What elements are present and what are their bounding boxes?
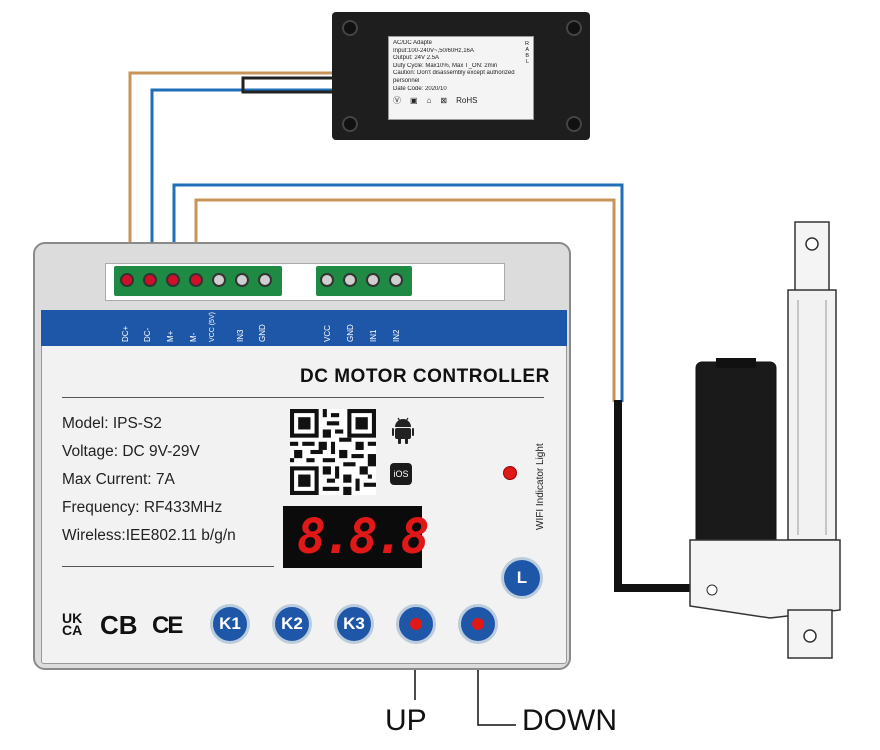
product-title: DC MOTOR CONTROLLER	[300, 366, 550, 387]
led-display	[283, 506, 422, 568]
terminal-screw-gnd-2[interactable]	[343, 273, 357, 287]
screw-icon	[342, 116, 358, 132]
terminal-screw-dc-minus[interactable]	[143, 273, 157, 287]
wire-m-minus	[194, 198, 616, 402]
l-button[interactable]: L	[501, 557, 543, 599]
label-line: Output: 24V 2.5A	[393, 55, 440, 62]
screw-icon	[566, 116, 582, 132]
indoor-use-icon: ⌂	[426, 96, 432, 106]
label-line: Date Code: 2020/10	[393, 85, 447, 92]
adapter-side-marks: R A B L	[525, 41, 529, 65]
pin-label: IN3	[236, 329, 245, 342]
terminal-block-left	[114, 266, 282, 296]
up-button[interactable]	[396, 604, 436, 644]
ukca-mark: UK CA	[62, 610, 83, 638]
display-digits: 8.8.8	[297, 509, 429, 565]
linear-actuator	[689, 221, 841, 659]
k3-label: K3	[343, 614, 365, 633]
qr-code[interactable]	[290, 409, 376, 495]
spec-frequency: Frequency: RF433MHz	[62, 499, 223, 516]
spec-voltage: Voltage: DC 9V-29V	[62, 443, 200, 460]
spec-wireless: Wireless:IEE802.11 b/g/n	[62, 527, 236, 544]
down-button[interactable]	[458, 604, 498, 644]
terminal-screw-in2[interactable]	[389, 273, 403, 287]
weee-bin-icon: ⊠	[440, 96, 448, 106]
double-insulation-icon: ▣	[410, 96, 418, 106]
spec-model: Model: IPS-S2	[62, 415, 162, 432]
down-callout: DOWN	[522, 704, 617, 737]
spec-current: Max Current: 7A	[62, 471, 175, 488]
label-line: personnel	[393, 77, 420, 84]
label-line: Caution: Don't disassembly except author…	[393, 70, 515, 77]
actuator-cable	[614, 400, 712, 592]
label-line: AC/DC Adapte	[393, 40, 433, 46]
pin-label: GND	[346, 324, 355, 342]
pin-label: VCC	[323, 325, 332, 342]
terminal-block-right	[316, 266, 412, 296]
terminal-screw-in3[interactable]	[235, 273, 249, 287]
terminal-screw-gnd[interactable]	[258, 273, 272, 287]
terminal-screw-in1[interactable]	[366, 273, 380, 287]
pin-label: M+	[166, 330, 175, 342]
pin-label: VCC (5V)	[209, 312, 216, 342]
side-mark: A	[525, 47, 529, 53]
wire-dc-plus	[128, 71, 332, 270]
spec-divider	[62, 566, 274, 567]
screw-icon	[342, 20, 358, 36]
l-button-label: L	[516, 568, 528, 587]
pin-label: DC-	[143, 327, 152, 342]
side-mark: R	[525, 41, 529, 47]
wifi-indicator-label: WIFI Indicator Light	[535, 443, 546, 530]
side-mark: L	[525, 59, 529, 65]
label-line: Duty Cycle: Max10%, Max T_ON: 2min	[393, 62, 498, 69]
cb-mark: CB	[100, 610, 138, 640]
terminal-screw-m-minus[interactable]	[189, 273, 203, 287]
adapter-label: AC/DC Adapte Input:100-240V~,50/60Hz,16A…	[388, 36, 534, 120]
k2-label: K2	[281, 614, 303, 633]
screw-icon	[566, 20, 582, 36]
pin-label: IN1	[369, 329, 378, 342]
adapter-cert-marks: Ⓥ ▣ ⌂ ⊠ RoHS	[393, 97, 529, 105]
pin-label: IN2	[392, 329, 401, 342]
pin-label-bar	[41, 310, 567, 346]
terminal-strip	[105, 263, 505, 301]
rohs-mark: RoHS	[456, 96, 478, 106]
wifi-indicator-led	[503, 466, 517, 480]
terminal-screw-vcc[interactable]	[212, 273, 226, 287]
side-mark: B	[525, 53, 529, 59]
terminal-screw-vcc-2[interactable]	[320, 273, 334, 287]
ce-mark: CE	[152, 612, 183, 639]
k1-label: K1	[219, 614, 241, 633]
red-marker-icon	[410, 618, 422, 630]
k2-button[interactable]: K2	[272, 604, 312, 644]
pin-label: M-	[189, 332, 198, 342]
k3-button[interactable]: K3	[334, 604, 374, 644]
efficiency-mark-icon: Ⓥ	[393, 96, 401, 106]
pin-label: GND	[258, 324, 267, 342]
wire-m-plus	[172, 183, 624, 402]
ios-badge: iOS	[390, 463, 412, 485]
terminal-screw-dc-plus[interactable]	[120, 273, 134, 287]
up-callout: UP	[385, 704, 427, 737]
red-marker-icon	[472, 618, 484, 630]
terminal-screw-m-plus[interactable]	[166, 273, 180, 287]
adapter-cable	[241, 76, 332, 94]
pin-label: DC+	[121, 325, 130, 342]
wire-dc-minus	[150, 88, 332, 270]
label-line: Input:100-240V~,50/60Hz,16A	[393, 47, 474, 54]
k1-button[interactable]: K1	[210, 604, 250, 644]
title-divider	[62, 397, 544, 398]
android-icon	[392, 417, 414, 444]
